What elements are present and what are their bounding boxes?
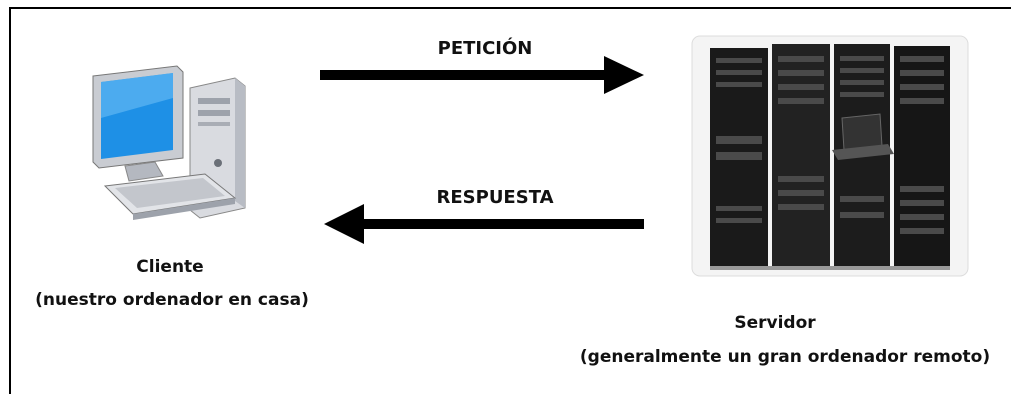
server-rack-icon — [691, 35, 969, 277]
client-name: Cliente — [136, 257, 204, 277]
server-description: (generalmente un gran ordenador remoto) — [579, 347, 991, 367]
response-label: RESPUESTA — [436, 187, 554, 208]
server-name: Servidor — [734, 313, 816, 333]
desktop-computer-icon — [92, 65, 246, 220]
client-description: (nuestro ordenador en casa) — [35, 290, 309, 310]
request-label: PETICIÓN — [437, 38, 533, 59]
